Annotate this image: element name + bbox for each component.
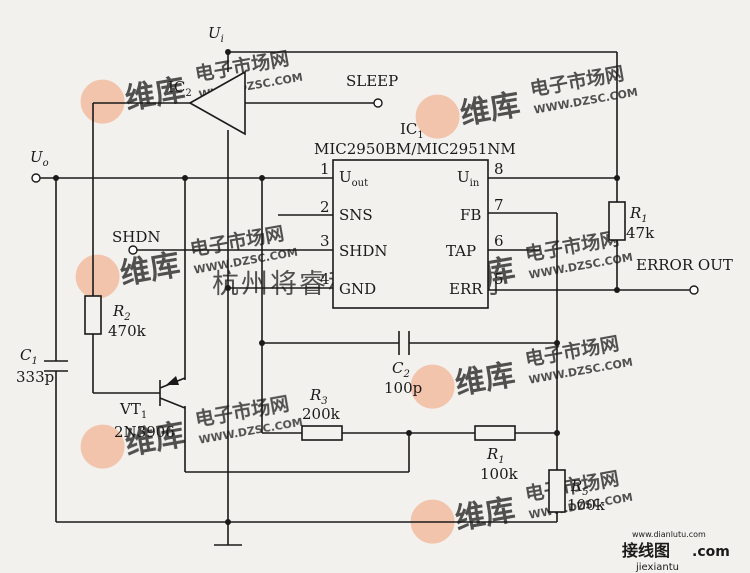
r5-ref: R5 (570, 477, 589, 498)
ic1-pin2-name: SNS (339, 206, 373, 224)
ic1-pin6-name: TAP (446, 242, 476, 260)
r5-value: 100k (567, 496, 606, 514)
ic1-pin1-number: 1 (320, 160, 330, 178)
junction-dots (53, 49, 620, 525)
corner-watermark-logo: 接线图 (622, 541, 670, 560)
ic1-pin8-number: 8 (494, 160, 504, 178)
r1-top-value: 47k (626, 224, 655, 242)
r1-top-ref: R1 (629, 204, 648, 225)
vt1-transistor (159, 376, 186, 409)
watermark-top: 维库 电子市场网 WWW.DZSC.COM (80, 47, 304, 124)
r1-bottom-value: 100k (480, 465, 519, 483)
c1-ref: C1 (20, 346, 38, 367)
corner-watermark: www.dianlutu.com 接线图 .com jiexiantu (622, 530, 730, 573)
ui-label: Ui (208, 24, 224, 45)
r2-resistor (84, 295, 102, 335)
watermark-logo-icon (80, 79, 125, 124)
ic1-pin1-name: Uout (339, 168, 368, 189)
vt1-part: 2N3906 (114, 423, 175, 441)
ic1-pin7-number: 7 (494, 196, 504, 214)
c2-ref: C2 (392, 359, 410, 380)
ic1-pin6-number: 6 (494, 232, 504, 250)
corner-watermark-site: jiexiantu (635, 562, 679, 573)
sleep-terminal (373, 98, 383, 108)
r2-value: 470k (108, 322, 147, 340)
ic1-pin8-name: Uin (457, 168, 480, 189)
watermark-right-top: 维库 电子市场网 WWW.DZSC.COM (415, 62, 639, 139)
watermark-logo-icon (80, 424, 125, 469)
shdn-terminal (128, 245, 138, 255)
corner-watermark-small: www.dianlutu.com (632, 530, 706, 539)
wires (40, 51, 690, 546)
ic1-pin5-name: ERR (449, 280, 483, 298)
ic1-part-label: MIC2950BM/MIC2951NM (314, 140, 516, 158)
c1-value: 333p (16, 368, 54, 386)
ic2-comparator (188, 70, 246, 136)
ic1-pin2-number: 2 (320, 198, 330, 216)
r2-ref: R2 (112, 302, 131, 323)
uo-label: Uo (30, 148, 49, 169)
uo-terminal (31, 173, 41, 183)
ic1-pin7-name: FB (460, 206, 481, 224)
corner-watermark-com: .com (692, 544, 730, 560)
sleep-label: SLEEP (346, 72, 398, 90)
r1-bottom-resistor (474, 425, 516, 441)
watermark-logo-text: 维库 (453, 357, 518, 402)
watermark-center: 维库 电子市场网 WWW.DZSC.COM (80, 392, 304, 469)
r1-top-resistor (608, 201, 626, 241)
vt1-ref: VT1 (119, 400, 147, 421)
r3-resistor (301, 425, 343, 441)
watermark-logo-text: 维库 (118, 247, 183, 292)
shdn-terminal-label: SHDN (112, 228, 161, 246)
watermark-logo-icon (410, 364, 455, 409)
error-out-label: ERROR OUT (636, 256, 733, 274)
ic1-body (332, 159, 489, 309)
watermark-logo-text: 维库 (458, 87, 523, 132)
r3-value: 200k (302, 405, 341, 423)
ic1-pin4-name: GND (339, 280, 376, 298)
ic1-ref-label: IC1 (400, 120, 424, 141)
ic1-pin3-number: 3 (320, 232, 330, 250)
watermark-logo-icon (75, 254, 120, 299)
error-out-terminal (689, 285, 699, 295)
watermark-logo-text: 维库 (453, 492, 518, 537)
r5-resistor (548, 469, 566, 513)
c2-value: 100p (384, 379, 422, 397)
ic1-pin4-number: 4 (320, 270, 330, 288)
ic2-label: IC2 (168, 78, 192, 99)
watermark-logo-icon (415, 94, 460, 139)
r3-ref: R3 (309, 386, 328, 407)
ic1-pin3-name: SHDN (339, 242, 388, 260)
r1-bottom-ref: R1 (486, 445, 505, 466)
ic1-pin5-number: 5 (494, 270, 504, 288)
